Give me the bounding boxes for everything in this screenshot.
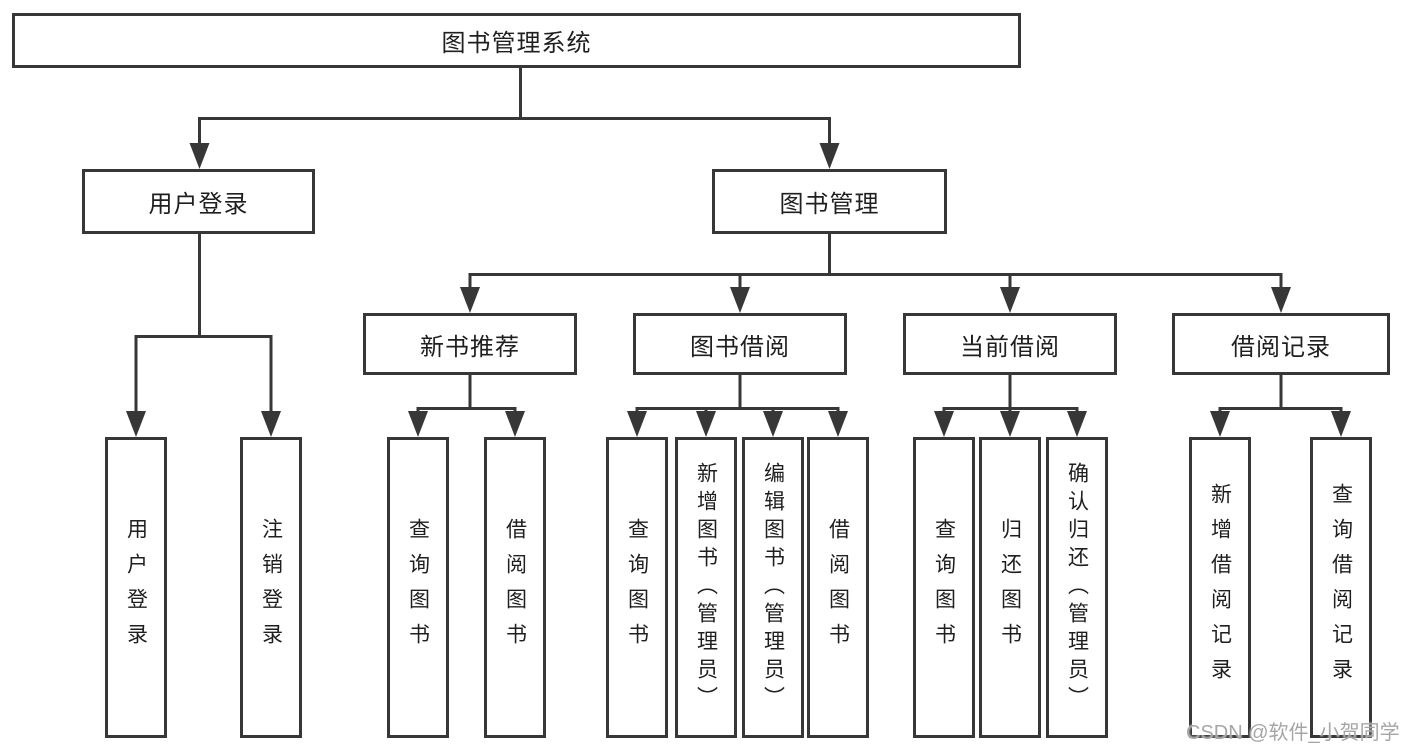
connector-current-borrow-branch — [934, 375, 1087, 437]
node-new-book-recommendation: 新书推荐 — [363, 313, 577, 375]
arrowhead-user-login — [189, 143, 210, 169]
arrowhead-cb-return — [1000, 411, 1020, 437]
arrowhead-bb-borrow — [828, 411, 848, 437]
leaf-bb-borrow-books-label: 借阅图书 — [826, 517, 850, 658]
connector-new-book-rec-branch — [408, 375, 525, 437]
leaf-cb-query-books: 查询图书 — [913, 437, 975, 738]
leaf-cb-return-books-label: 归还图书 — [998, 517, 1022, 658]
leaf-logout: 注销登录 — [240, 437, 302, 738]
leaf-br-query-record: 查询借阅记录 — [1310, 437, 1372, 738]
leaf-bb-edit-books-admin: 编辑图书（管理员） — [742, 437, 804, 738]
leaf-bb-edit-books-admin-label: 编辑图书（管理员） — [761, 461, 785, 714]
arrowhead-bb-edit — [763, 411, 783, 437]
leaf-bb-add-books-admin: 新增图书（管理员） — [675, 437, 737, 738]
leaf-cb-return-books: 归还图书 — [979, 437, 1041, 738]
arrowhead-book-borrow — [730, 287, 750, 313]
arrowhead-nb-query — [408, 411, 428, 437]
node-book-management: 图书管理 — [712, 169, 947, 234]
connector-user-login-branch — [126, 233, 281, 437]
leaf-bb-add-books-admin-label: 新增图书（管理员） — [694, 461, 718, 714]
arrowhead-cb-query — [934, 411, 954, 437]
arrowhead-nb-borrow — [505, 411, 525, 437]
arrowhead-new-book-rec — [460, 287, 480, 313]
leaf-nb-query-books: 查询图书 — [387, 437, 449, 738]
node-book-management-label: 图书管理 — [779, 191, 880, 218]
node-user-login: 用户登录 — [82, 169, 315, 234]
leaf-nb-borrow-books: 借阅图书 — [484, 437, 546, 738]
node-root-label: 图书管理系统 — [441, 30, 592, 57]
node-borrowing-records: 借阅记录 — [1172, 313, 1390, 375]
node-new-book-recommendation-label: 新书推荐 — [420, 333, 520, 361]
node-borrowing-records-label: 借阅记录 — [1231, 333, 1331, 361]
leaf-nb-borrow-books-label: 借阅图书 — [503, 517, 527, 658]
node-book-borrowing: 图书借阅 — [633, 313, 847, 375]
csdn-watermark: CSDN @软件_小贺同学 — [1186, 722, 1400, 744]
leaf-cb-confirm-return-admin-label: 确认归还（管理员） — [1065, 461, 1089, 714]
node-root: 图书管理系统 — [12, 13, 1021, 68]
arrowhead-borrow-records — [1271, 287, 1291, 313]
connector-book-mgmt-branch — [460, 233, 1291, 313]
leaf-user-login: 用户登录 — [105, 437, 167, 738]
leaf-bb-query-books-label: 查询图书 — [625, 517, 649, 658]
node-user-login-label: 用户登录 — [148, 191, 249, 218]
arrowhead-bb-add — [696, 411, 716, 437]
leaf-bb-query-books: 查询图书 — [606, 437, 668, 738]
leaf-br-query-record-label: 查询借阅记录 — [1329, 482, 1353, 693]
leaf-bb-borrow-books: 借阅图书 — [807, 437, 869, 738]
connector-borrow-records-branch — [1210, 375, 1351, 437]
leaf-cb-query-books-label: 查询图书 — [932, 517, 956, 658]
leaf-nb-query-books-label: 查询图书 — [406, 517, 430, 658]
arrowhead-book-mgmt — [819, 143, 840, 169]
arrowhead-cb-confirm — [1067, 411, 1087, 437]
leaf-br-add-record: 新增借阅记录 — [1189, 437, 1251, 738]
node-current-borrowing-label: 当前借阅 — [960, 333, 1060, 361]
connector-root-branch — [189, 68, 840, 169]
arrowhead-ul-user-login — [126, 411, 146, 437]
connector-book-borrow-branch — [627, 375, 848, 437]
arrowhead-ul-logout — [261, 411, 281, 437]
arrowhead-br-query — [1331, 411, 1351, 437]
leaf-logout-label: 注销登录 — [259, 517, 283, 658]
arrowhead-br-add — [1210, 411, 1230, 437]
arrowhead-current-borrow — [1000, 287, 1020, 313]
leaf-cb-confirm-return-admin: 确认归还（管理员） — [1046, 437, 1108, 738]
node-current-borrowing: 当前借阅 — [903, 313, 1117, 375]
leaf-user-login-label: 用户登录 — [124, 517, 148, 658]
leaf-br-add-record-label: 新增借阅记录 — [1208, 482, 1232, 693]
arrowhead-bb-query — [627, 411, 647, 437]
node-book-borrowing-label: 图书借阅 — [690, 333, 790, 361]
